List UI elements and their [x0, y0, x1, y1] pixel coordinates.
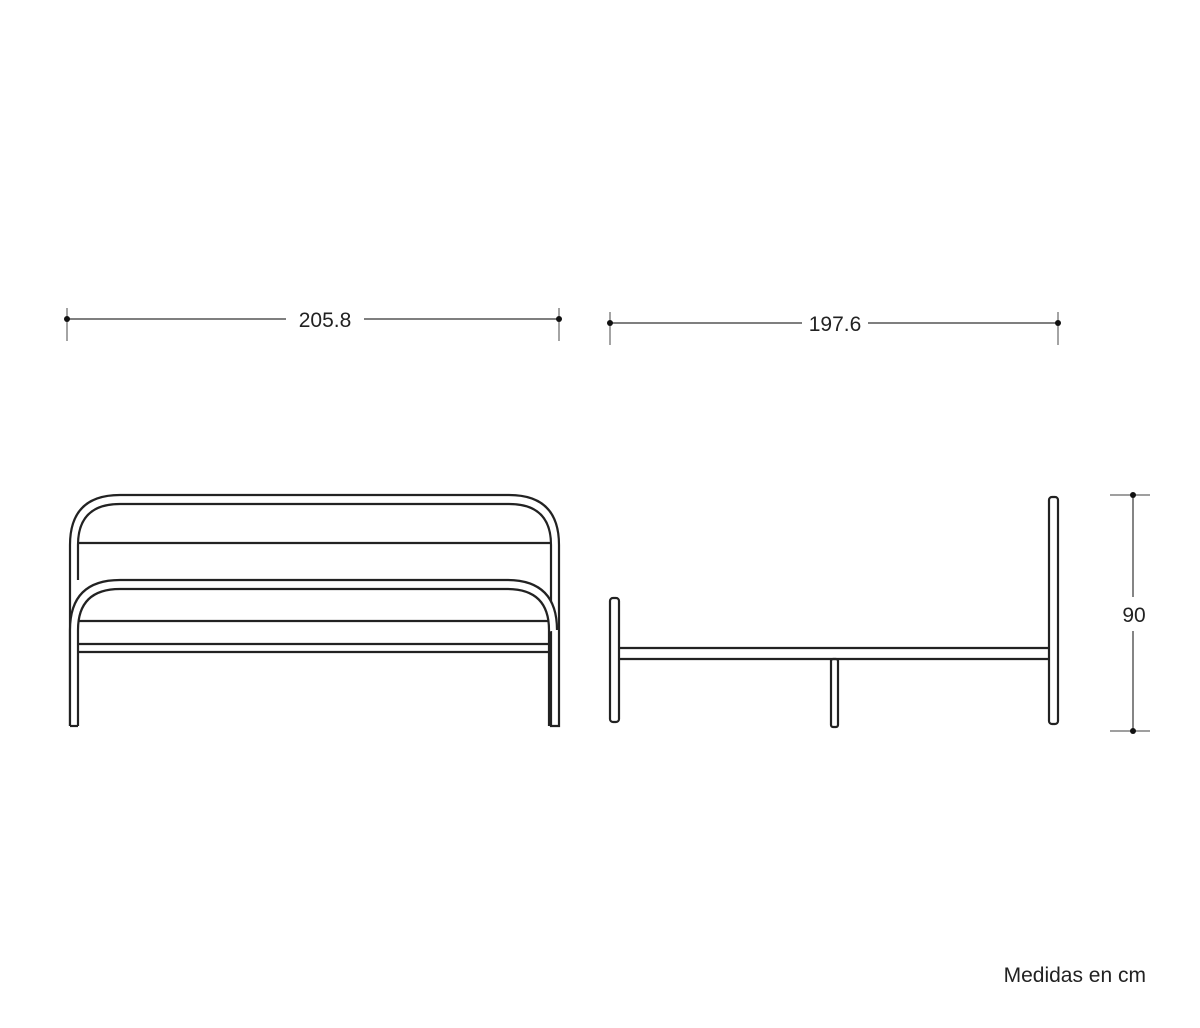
units-note: Medidas en cm — [1003, 964, 1146, 987]
bed-side-view — [608, 495, 1060, 729]
height-label: 90 — [1122, 604, 1145, 627]
bed-front-view — [68, 493, 561, 728]
width-label: 205.8 — [299, 309, 352, 332]
length-label: 197.6 — [809, 313, 862, 336]
height-dimension: 90 — [1110, 492, 1150, 734]
width-dimension: 205.8 — [64, 308, 562, 341]
length-dimension: 197.6 — [607, 312, 1061, 345]
